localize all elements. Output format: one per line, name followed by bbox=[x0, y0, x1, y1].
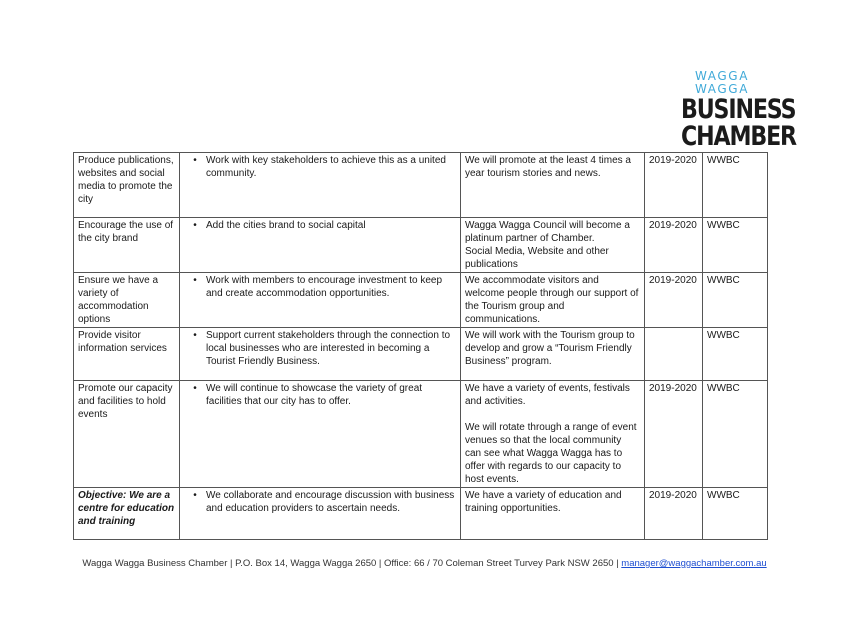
objective-cell: Promote our capacity and facilities to h… bbox=[73, 380, 180, 488]
outcome-cell: We accommodate visitors and welcome peop… bbox=[460, 272, 645, 328]
logo-line-3: CHAMBER bbox=[681, 121, 797, 152]
timeframe-cell: 2019-2020 bbox=[644, 380, 703, 488]
bullet-icon: • bbox=[193, 220, 197, 231]
action-cell: • Add the cities brand to social capital bbox=[179, 217, 461, 273]
table-row: Provide visitor information services • S… bbox=[73, 327, 768, 381]
outcome-text: We will work with the Tourism group to d… bbox=[465, 330, 635, 367]
timeframe-cell: 2019-2020 bbox=[644, 217, 703, 273]
action-cell: • Support current stakeholders through t… bbox=[179, 327, 461, 381]
timeframe-cell: 2019-2020 bbox=[644, 272, 703, 328]
timeframe-cell: 2019-2020 bbox=[644, 487, 703, 540]
objective-cell: Objective: We are a centre for education… bbox=[73, 487, 180, 540]
outcome-text: We have a variety of events, festivals a… bbox=[465, 383, 630, 407]
table-row: Ensure we have a variety of accommodatio… bbox=[73, 272, 768, 328]
action-text: We collaborate and encourage discussion … bbox=[206, 490, 455, 514]
outcome-text: We have a variety of education and train… bbox=[465, 490, 622, 514]
action-plan-table: Produce publications, websites and socia… bbox=[73, 152, 768, 540]
action-text: Support current stakeholders through the… bbox=[206, 330, 451, 367]
bullet-icon: • bbox=[193, 490, 197, 501]
action-cell: • Work with key stakeholders to achieve … bbox=[179, 152, 461, 218]
bullet-icon: • bbox=[193, 275, 197, 286]
action-text: Add the cities brand to social capital bbox=[206, 220, 366, 231]
action-text: Work with members to encourage investmen… bbox=[206, 275, 443, 299]
action-cell: • Work with members to encourage investm… bbox=[179, 272, 461, 328]
objective-cell: Encourage the use of the city brand bbox=[73, 217, 180, 273]
responsible-cell: WWBC bbox=[702, 380, 768, 488]
logo-line-2: BUSINESS bbox=[681, 94, 797, 125]
outcome-text: We will rotate through a range of event … bbox=[465, 422, 637, 485]
outcome-text: We will promote at the least 4 times a y… bbox=[465, 155, 631, 179]
action-cell: • We collaborate and encourage discussio… bbox=[179, 487, 461, 540]
action-text: We will continue to showcase the variety… bbox=[206, 383, 423, 407]
objective-cell: Provide visitor information services bbox=[73, 327, 180, 381]
outcome-cell: We have a variety of education and train… bbox=[460, 487, 645, 540]
responsible-cell: WWBC bbox=[702, 327, 768, 381]
footer-email-link[interactable]: manager@waggachamber.com.au bbox=[621, 558, 767, 569]
table-row: Objective: We are a centre for education… bbox=[73, 487, 768, 540]
action-text: Work with key stakeholders to achieve th… bbox=[206, 155, 446, 179]
responsible-cell: WWBC bbox=[702, 272, 768, 328]
responsible-cell: WWBC bbox=[702, 152, 768, 218]
responsible-cell: WWBC bbox=[702, 217, 768, 273]
outcome-text: Wagga Wagga Council will become a platin… bbox=[465, 220, 630, 270]
timeframe-cell: 2019-2020 bbox=[644, 152, 703, 218]
objective-cell: Ensure we have a variety of accommodatio… bbox=[73, 272, 180, 328]
bullet-icon: • bbox=[193, 383, 197, 394]
logo-line-1: WAGGA WAGGA bbox=[694, 69, 749, 96]
table-row: Produce publications, websites and socia… bbox=[73, 152, 768, 218]
bullet-icon: • bbox=[193, 330, 197, 341]
chamber-logo: WAGGA WAGGA BUSINESS CHAMBER bbox=[672, 69, 797, 152]
objective-cell: Produce publications, websites and socia… bbox=[73, 152, 180, 218]
outcome-cell: Wagga Wagga Council will become a platin… bbox=[460, 217, 645, 273]
table-row: Promote our capacity and facilities to h… bbox=[73, 380, 768, 488]
bullet-icon: • bbox=[193, 155, 197, 166]
page-footer: Wagga Wagga Business Chamber | P.O. Box … bbox=[0, 558, 849, 569]
outcome-cell: We will work with the Tourism group to d… bbox=[460, 327, 645, 381]
outcome-text: We accommodate visitors and welcome peop… bbox=[465, 275, 639, 325]
timeframe-cell bbox=[644, 327, 703, 381]
footer-address: Wagga Wagga Business Chamber | P.O. Box … bbox=[82, 558, 622, 569]
outcome-cell: We have a variety of events, festivals a… bbox=[460, 380, 645, 488]
table-row: Encourage the use of the city brand • Ad… bbox=[73, 217, 768, 273]
outcome-cell: We will promote at the least 4 times a y… bbox=[460, 152, 645, 218]
action-cell: • We will continue to showcase the varie… bbox=[179, 380, 461, 488]
responsible-cell: WWBC bbox=[702, 487, 768, 540]
